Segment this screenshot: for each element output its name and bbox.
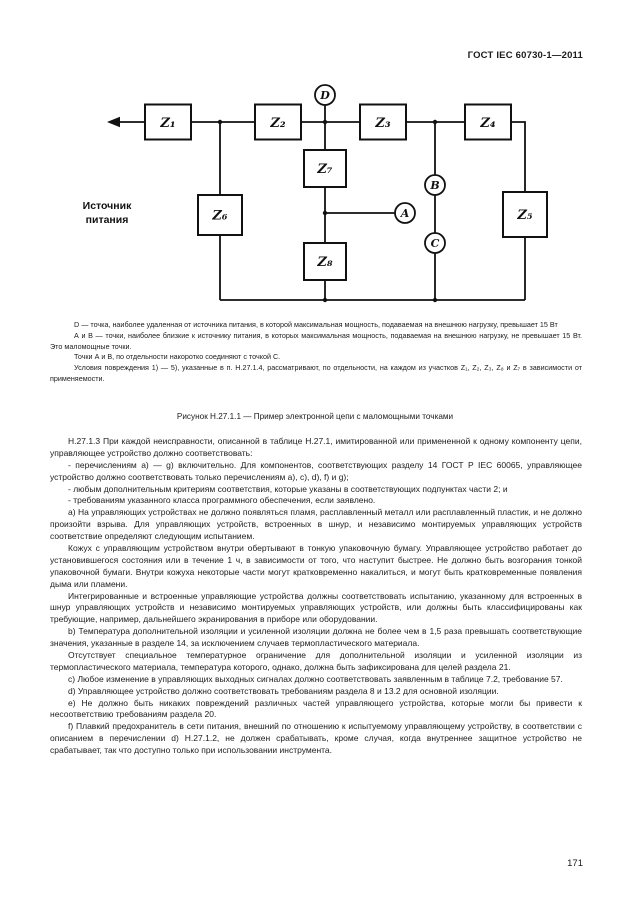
block-z6-label: Z₆	[211, 209, 227, 224]
block-z3-label: Z₃	[374, 116, 390, 131]
figure-note: А и В — точки, наиболее близкие к источн…	[50, 330, 582, 351]
body-text: Н.27.1.3 При каждой неисправности, описа…	[50, 436, 582, 757]
junction-dot	[322, 210, 328, 216]
block-z7	[303, 149, 347, 188]
block-z8	[303, 242, 347, 281]
figure-note: Точки А и В, по отдельности накоротко со…	[74, 352, 281, 362]
circuit-diagram: Z₁ Z₂ Z₃ Z₄ Z₇ Z₆ Z₈ Z₅ D A B C	[83, 84, 548, 303]
measurement-points: D A B C	[314, 84, 446, 254]
block-z7-label: Z₇	[316, 162, 332, 177]
point-d-label: D	[319, 89, 330, 102]
junction-dot	[217, 119, 223, 125]
point-a-label: A	[400, 207, 410, 220]
power-source-label: Источник питания	[83, 200, 132, 226]
point-b-label: B	[429, 179, 439, 192]
block-z2-label: Z₂	[269, 116, 285, 131]
document-header-title: ГОСТ IEC 60730-1—2011	[467, 50, 583, 61]
block-z1-label: Z₁	[159, 116, 175, 131]
point-b	[424, 174, 446, 196]
paragraph: - требованиям указанного класса программ…	[68, 495, 376, 506]
arrow-left-icon	[107, 116, 120, 128]
page-number: 171	[567, 858, 583, 869]
block-z1	[144, 103, 192, 141]
block-z5	[502, 191, 548, 238]
figure-note: Условия повреждения 1) — 5), указанные в…	[50, 363, 582, 383]
paragraph: f) Плавкий предохранитель в сети питания…	[50, 721, 582, 756]
point-c	[424, 232, 446, 254]
paragraph: Отсутствует специальное температурное ог…	[50, 650, 582, 672]
block-z6	[197, 194, 243, 236]
point-d	[314, 84, 336, 106]
junction-dot	[432, 297, 438, 303]
figure-notes: D — точка, наиболее удаленная от источни…	[50, 320, 582, 385]
paragraph: c) Любое изменение в управляющих выходны…	[68, 673, 563, 684]
junction-dot	[322, 119, 328, 125]
block-z3	[359, 103, 407, 141]
junction-dots	[217, 119, 438, 303]
paragraph: Н.27.1.3 При каждой неисправности, описа…	[50, 436, 582, 458]
paragraph: d) Управляющее устройство должно соответ…	[68, 685, 499, 696]
junction-dot	[432, 119, 438, 125]
paragraph: е) Не должно быть никаких повреждений ра…	[50, 697, 582, 720]
block-z4	[464, 103, 512, 141]
paragraph: Интегрированные и встроенные управляющие…	[50, 590, 582, 625]
impedance-blocks: Z₁ Z₂ Z₃ Z₄ Z₇ Z₆ Z₈ Z₅	[144, 103, 548, 281]
junction-dot	[322, 297, 328, 303]
power-source-label-line1: Источник	[83, 200, 132, 212]
figure-caption: Рисунок Н.27.1.1 — Пример электронной це…	[176, 412, 454, 421]
block-z8-label: Z₈	[316, 255, 332, 270]
paragraph: - перечислениям a) — g) включительно. Дл…	[50, 459, 582, 482]
paragraph: а) На управляющих устройствах не должно …	[50, 507, 582, 542]
power-source-label-line2: питания	[86, 214, 129, 226]
paragraph: Кожух с управляющим устройством внутри о…	[50, 543, 582, 589]
figure-note: D — точка, наиболее удаленная от источни…	[74, 320, 558, 329]
block-z5-label: Z₅	[516, 208, 532, 223]
paragraph: b) Температура дополнительной изоляции и…	[50, 626, 582, 649]
paragraph: - любым дополнительным критериям соответ…	[68, 483, 508, 494]
block-z2	[254, 103, 302, 141]
point-c-label: C	[431, 237, 440, 250]
block-z4-label: Z₄	[479, 116, 495, 131]
point-a	[394, 202, 416, 224]
